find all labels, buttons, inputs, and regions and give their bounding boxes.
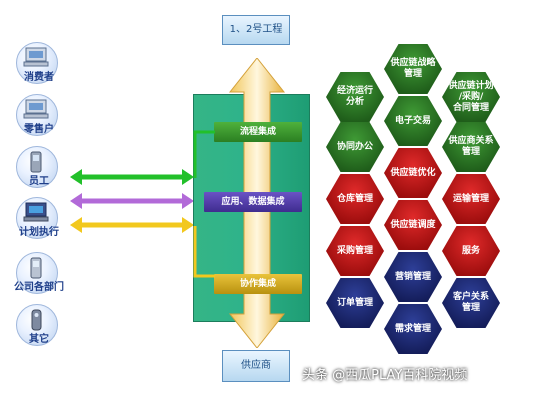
- hex-scm-plan: 供应链计划 /采购/ 合同管理: [442, 72, 500, 122]
- hex-econ-analysis: 经济运行 分析: [326, 72, 384, 122]
- computer-icon: [23, 99, 49, 119]
- actor-retailer: 零售户: [8, 94, 66, 142]
- actor-label: 其它: [29, 334, 49, 345]
- hex-crm: 客户关系 管理: [442, 278, 500, 328]
- bottom-box: 供应商: [222, 350, 290, 382]
- hex-warehouse: 仓库管理: [326, 174, 384, 224]
- actor-label: 计划执行: [19, 227, 59, 238]
- hex-scm-strategy: 供应链战略 管理: [384, 44, 442, 94]
- green-arrow: [70, 169, 194, 185]
- hex-scm-optimize: 供应链优化: [384, 148, 442, 198]
- hex-demand: 需求管理: [384, 304, 442, 354]
- actor-label: 零售户: [24, 124, 54, 135]
- hex-scm-dispatch: 供应链调度: [384, 200, 442, 250]
- yellow-arrow: [70, 217, 194, 233]
- layer-collab: 协作集成: [214, 274, 302, 294]
- connector-arrows: [70, 169, 194, 233]
- watermark-text: 头条 @西瓜PLAY百科院视频: [302, 368, 468, 383]
- actor-departments: 公司各部门: [8, 252, 66, 300]
- actor-label: 消费者: [24, 72, 54, 83]
- actor-employee: 员工: [8, 146, 66, 194]
- hex-collab-office: 协同办公: [326, 122, 384, 172]
- hex-transport: 运输管理: [442, 174, 500, 224]
- panel-connectors: [193, 130, 215, 278]
- bottom-box-label: 供应商: [241, 360, 271, 371]
- actor-plan-exec: 计划执行: [8, 197, 66, 245]
- hex-purchase: 采购管理: [326, 226, 384, 276]
- hex-order: 订单管理: [326, 278, 384, 328]
- purple-arrow: [70, 193, 194, 209]
- layer-app-data: 应用、数据集成: [204, 192, 302, 212]
- phone-icon: [30, 257, 42, 279]
- actor-consumer: 消费者: [8, 42, 66, 90]
- hex-supplier-rel: 供应商关系管理: [442, 122, 500, 172]
- layer-label: 应用、数据集成: [221, 197, 285, 207]
- hex-marketing: 营销管理: [384, 252, 442, 302]
- actor-label: 公司各部门: [14, 282, 64, 293]
- layer-label: 流程集成: [239, 127, 276, 137]
- device-icon: [31, 309, 42, 331]
- layer-label: 协作集成: [239, 279, 276, 289]
- layer-process: 流程集成: [214, 122, 302, 142]
- computer-icon: [23, 47, 49, 67]
- actor-label: 员工: [29, 176, 49, 187]
- phone-icon: [30, 151, 42, 173]
- top-box-label: 1、2号工程: [229, 24, 283, 35]
- actor-other: 其它: [8, 304, 66, 352]
- computer-icon: [23, 202, 49, 222]
- hex-e-trade: 电子交易: [384, 96, 442, 146]
- top-box: 1、2号工程: [222, 15, 290, 45]
- hex-service: 服务: [442, 226, 500, 276]
